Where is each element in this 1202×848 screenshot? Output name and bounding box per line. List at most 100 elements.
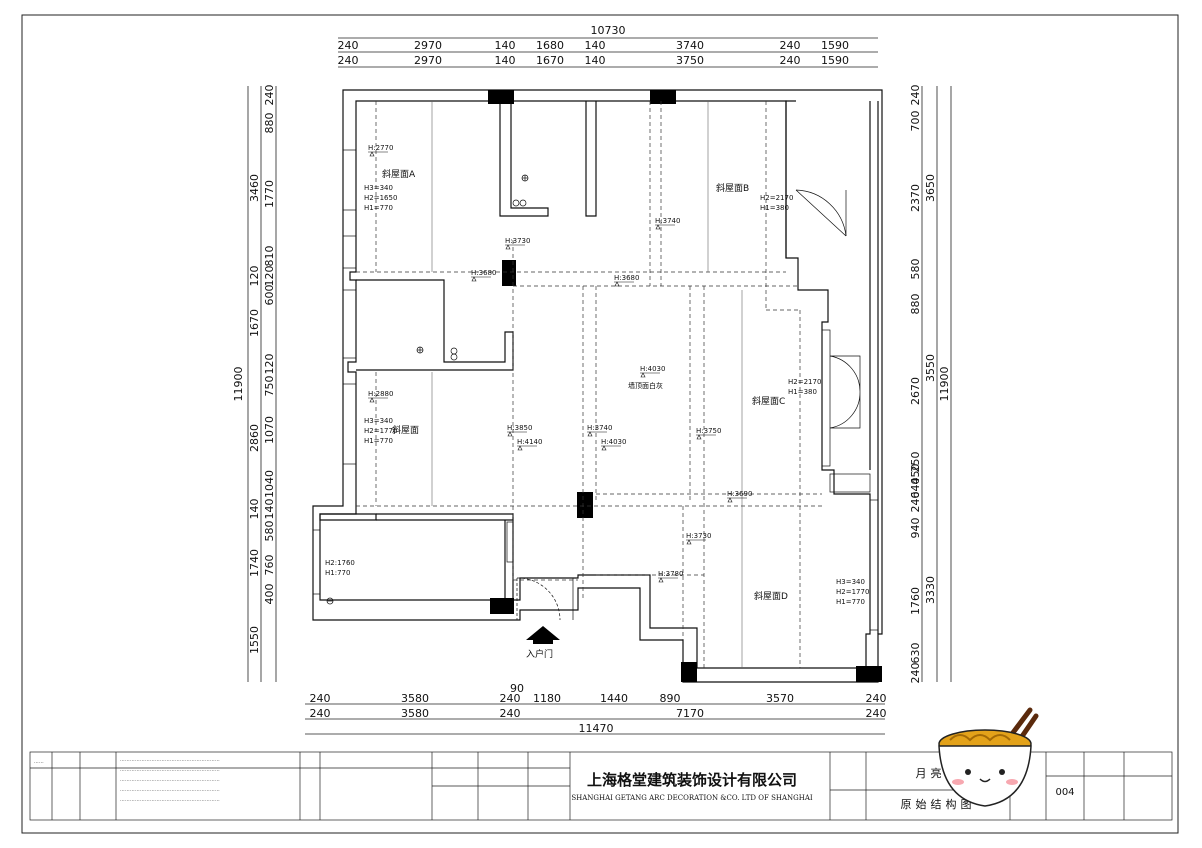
svg-text:240: 240 — [780, 54, 801, 67]
svg-text:H:4140: H:4140 — [517, 438, 542, 446]
svg-text:⋯⋯⋯⋯⋯⋯⋯⋯⋯⋯⋯⋯⋯⋯⋯⋯⋯⋯⋯⋯: ⋯⋯⋯⋯⋯⋯⋯⋯⋯⋯⋯⋯⋯⋯⋯⋯⋯⋯⋯⋯ — [120, 788, 220, 794]
column — [681, 662, 697, 682]
bottom-total-dim: 11470 — [579, 722, 614, 735]
column — [650, 90, 676, 104]
svg-text:H2:1760: H2:1760 — [325, 559, 355, 567]
svg-text:H3=340: H3=340 — [364, 184, 393, 192]
window — [506, 521, 514, 563]
svg-text:7170: 7170 — [676, 707, 704, 720]
svg-text:250: 250 — [909, 452, 922, 473]
door-swing — [829, 391, 861, 429]
svg-text:240: 240 — [909, 492, 922, 513]
svg-text:3750: 3750 — [676, 54, 704, 67]
pipe-icon — [450, 347, 458, 355]
exterior-wall-inner — [319, 100, 871, 669]
left-dim-inner: 240 880 1770 810 120 600 120 750 1070 10… — [263, 85, 276, 605]
window — [342, 149, 357, 211]
svg-text:H1=380: H1=380 — [760, 204, 789, 212]
doors — [516, 189, 861, 621]
pipe-icon — [450, 353, 458, 361]
svg-text:2970: 2970 — [414, 39, 442, 52]
svg-text:H2=2170: H2=2170 — [760, 194, 793, 202]
svg-text:1740: 1740 — [248, 549, 261, 577]
structural-columns — [488, 90, 882, 682]
svg-text:H1:770: H1:770 — [325, 569, 350, 577]
column — [502, 260, 516, 286]
svg-text:90: 90 — [510, 682, 524, 695]
entrance-door-swing — [516, 577, 561, 621]
svg-text:810: 810 — [263, 246, 276, 267]
svg-text:120: 120 — [263, 354, 276, 375]
window — [821, 329, 831, 467]
svg-text:240: 240 — [338, 39, 359, 52]
roof-ridge-lines — [431, 101, 743, 668]
svg-text:H3=340: H3=340 — [364, 417, 393, 425]
svg-text:H1=770: H1=770 — [836, 598, 865, 606]
title-block — [29, 751, 1173, 821]
svg-text:450: 450 — [909, 464, 922, 485]
sheet-number: 004 — [1055, 787, 1074, 798]
room-d-name: 斜屋面D — [754, 590, 788, 602]
svg-text:890: 890 — [660, 692, 681, 705]
window — [342, 383, 357, 465]
svg-text:H:3850: H:3850 — [507, 424, 532, 432]
svg-text:H:2770: H:2770 — [368, 144, 393, 152]
right-dimension-lines — [921, 86, 952, 682]
svg-text:⋯⋯⋯⋯⋯⋯⋯⋯⋯⋯⋯⋯⋯⋯⋯⋯⋯⋯⋯⋯: ⋯⋯⋯⋯⋯⋯⋯⋯⋯⋯⋯⋯⋯⋯⋯⋯⋯⋯⋯⋯ — [120, 798, 220, 804]
svg-text:750: 750 — [263, 376, 276, 397]
svg-text:140: 140 — [263, 499, 276, 520]
svg-text:H:3740: H:3740 — [587, 424, 612, 432]
entrance-label: 入户门 — [526, 648, 553, 660]
svg-text:1590: 1590 — [821, 39, 849, 52]
svg-text:400: 400 — [263, 584, 276, 605]
svg-text:1440: 1440 — [600, 692, 628, 705]
svg-text:H:4030: H:4030 — [601, 438, 626, 446]
svg-text:⋯⋯: ⋯⋯ — [34, 760, 44, 766]
svg-text:2670: 2670 — [909, 377, 922, 405]
svg-text:880: 880 — [909, 294, 922, 315]
wall-kitchen-right — [504, 520, 514, 601]
svg-text:140: 140 — [585, 54, 606, 67]
svg-text:H:3730: H:3730 — [686, 532, 711, 540]
svg-text:H:3680: H:3680 — [614, 274, 639, 282]
bottom-dimension-lines — [305, 703, 885, 735]
company-name-en: SHANGHAI GETANG ARC DECORATION &CO. LTD … — [571, 794, 813, 802]
svg-text:H:2880: H:2880 — [368, 390, 393, 398]
wall-bath-upper-right — [585, 101, 597, 217]
svg-text:760: 760 — [263, 555, 276, 576]
svg-text:1680: 1680 — [536, 39, 564, 52]
svg-text:1550: 1550 — [248, 626, 261, 654]
door-swing — [795, 189, 847, 237]
right-total-dim: 11900 — [938, 367, 951, 402]
svg-text:600: 600 — [263, 285, 276, 306]
window — [829, 473, 871, 493]
bottom-dim-row-2: 240 3580 240 7170 240 — [310, 707, 887, 720]
svg-text:⋯⋯⋯⋯⋯⋯⋯⋯⋯⋯⋯⋯⋯⋯⋯⋯⋯⋯⋯⋯: ⋯⋯⋯⋯⋯⋯⋯⋯⋯⋯⋯⋯⋯⋯⋯⋯⋯⋯⋯⋯ — [120, 758, 220, 764]
window — [342, 235, 357, 269]
svg-text:240: 240 — [866, 707, 887, 720]
svg-text:3580: 3580 — [401, 707, 429, 720]
drawing-name: 原始结构图 — [901, 797, 976, 811]
svg-text:1770: 1770 — [263, 180, 276, 208]
svg-text:⋯⋯⋯⋯⋯⋯⋯⋯⋯⋯⋯⋯⋯⋯⋯⋯⋯⋯⋯⋯: ⋯⋯⋯⋯⋯⋯⋯⋯⋯⋯⋯⋯⋯⋯⋯⋯⋯⋯⋯⋯ — [120, 778, 220, 784]
wall-right-upper — [785, 100, 796, 258]
svg-text:H:3730: H:3730 — [505, 237, 530, 245]
room-labels: 斜屋面A H3=340 H2=1650 H1=770 斜屋面B H2=2170 … — [325, 168, 869, 660]
wall-kitchen-top — [376, 513, 514, 521]
column — [488, 90, 514, 104]
top-dim-row-1: 240 2970 140 1680 140 3740 240 1590 — [338, 39, 850, 52]
windows — [312, 149, 879, 631]
fixtures — [326, 174, 529, 605]
entrance-arrow-icon — [526, 626, 560, 644]
svg-text:880: 880 — [263, 113, 276, 134]
svg-text:140: 140 — [495, 54, 516, 67]
left-dim-outer: 3460 120 1670 2860 140 1740 1550 — [248, 174, 261, 654]
svg-text:3580: 3580 — [401, 692, 429, 705]
left-dimension-lines — [247, 86, 277, 682]
svg-text:1590: 1590 — [821, 54, 849, 67]
ceiling-note: 墙顶面白灰 — [628, 381, 663, 390]
svg-text:H:3690: H:3690 — [727, 490, 752, 498]
svg-text:140: 140 — [585, 39, 606, 52]
